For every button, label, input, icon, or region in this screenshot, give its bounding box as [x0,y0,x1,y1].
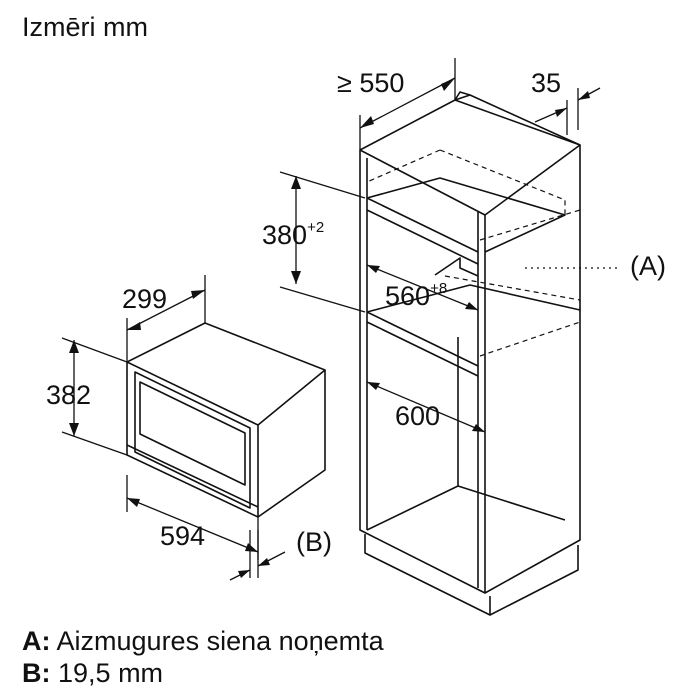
label-appliance-depth: 299 [122,284,167,314]
legend-text: Aizmugures siena noņemta [56,626,384,656]
dimension-arrows [69,78,590,578]
dimension-lines [61,58,601,581]
label-appliance-height: 382 [46,380,91,410]
label-cabinet-inner-width: 600 [395,401,440,431]
legend-text: 19,5 mm [58,658,164,688]
appliance [126,322,326,518]
legend-key: A: [22,626,51,656]
tall-cabinet [359,91,581,616]
legend-row-b: B: 19,5 mm [22,658,163,688]
label-appliance-width: 594 [160,521,205,551]
label-cabinet-depth: ≥ 550 [337,68,404,98]
diagram-title: Izmēri mm [22,12,148,42]
label-niche-height: 380+2 [262,219,324,250]
callout-a: (A) [630,251,666,281]
label-cabinet-offset: 35 [531,68,561,98]
removed-back-wall [366,149,620,357]
legend-key: B: [22,658,51,688]
callout-b: (B) [296,527,332,557]
label-niche-width: 560+8 [385,280,447,311]
legend-row-a: A: Aizmugures siena noņemta [22,626,384,656]
